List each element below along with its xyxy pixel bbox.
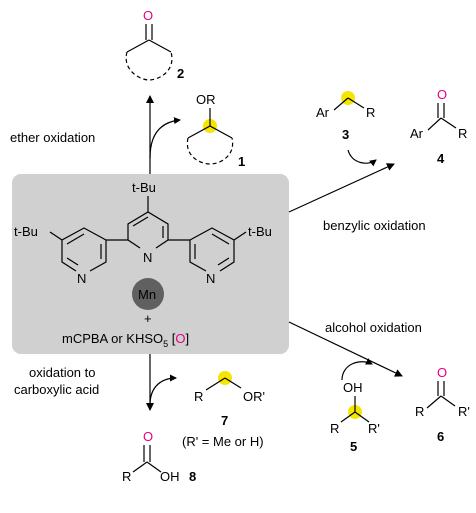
tbu-top: t-Bu (132, 180, 156, 195)
product8-number: 8 (189, 469, 196, 484)
right-pyridine: N t-Bu (168, 224, 272, 286)
tbu-left: t-Bu (14, 224, 38, 239)
substrate5-R2: R' (368, 421, 380, 436)
plus-sign: + (144, 311, 152, 326)
mn-center (132, 278, 164, 310)
product6-O: O (437, 365, 447, 380)
arrow-benzylic (288, 163, 395, 213)
product8-R: R (122, 469, 131, 484)
product2-number: 2 (177, 66, 184, 81)
product4-number: 4 (437, 151, 445, 166)
substrate3-number: 3 (342, 127, 349, 142)
product4-R: R (458, 126, 467, 141)
benzylic-oxidation: benzylic oxidation Ar R 3 O Ar R 4 (288, 87, 467, 233)
substrate7-number: 7 (221, 413, 228, 428)
oxidant-label: mCPBA or KHSO5 [O] (62, 331, 189, 349)
arrow-acid-curve (149, 374, 177, 406)
label-alcohol-oxidation: alcohol oxidation (325, 320, 422, 335)
arrow-ether-curve (149, 117, 181, 159)
product6-R2: R' (458, 404, 470, 419)
substrate1-OR: OR (196, 92, 216, 107)
ether-oxidation: ether oxidation O 2 OR 1 (10, 8, 245, 174)
substrate3-R: R (366, 105, 375, 120)
label-ether-oxidation: ether oxidation (10, 130, 95, 145)
arrow-alcohol-curve (341, 358, 373, 381)
product6-R: R (415, 404, 424, 419)
substrate1-number: 1 (238, 154, 245, 169)
left-pyridine: N t-Bu (14, 224, 128, 286)
substrate5-OH: OH (343, 380, 363, 395)
substrate3-Ar: Ar (316, 105, 330, 120)
central-N: N (143, 250, 152, 265)
label-acid-line1: oxidation to (29, 365, 96, 380)
right-N: N (206, 271, 215, 286)
tbu-right: t-Bu (248, 224, 272, 239)
acid-oxidation: oxidation to carboxylic acid R OR' 7 (R'… (14, 354, 265, 484)
metal-label: Mn (138, 287, 156, 302)
product4-O: O (437, 87, 447, 102)
substrate5-number: 5 (350, 439, 357, 454)
substrate7-note: (R' = Me or H) (182, 434, 264, 449)
product2-O: O (143, 8, 153, 23)
label-benzylic-oxidation: benzylic oxidation (323, 218, 426, 233)
catalyst-background (12, 174, 289, 354)
product8-OH: OH (160, 469, 180, 484)
arrow-alcohol (288, 321, 403, 377)
product6-number: 6 (437, 429, 444, 444)
central-pyridine: N (127, 211, 169, 265)
substrate5-R: R (330, 421, 339, 436)
substrate7-R: R (194, 389, 203, 404)
label-acid-line2: carboxylic acid (14, 382, 99, 397)
left-N: N (77, 271, 86, 286)
substrate7-OR: OR' (243, 389, 265, 404)
catalyst-panel: t-Bu N N t-Bu (12, 174, 289, 354)
product4-Ar: Ar (410, 126, 424, 141)
product8-O: O (143, 429, 153, 444)
alcohol-oxidation: alcohol oxidation OH R R' 5 O R R' 6 (288, 320, 470, 454)
arrow-benzylic-curve (347, 149, 377, 167)
